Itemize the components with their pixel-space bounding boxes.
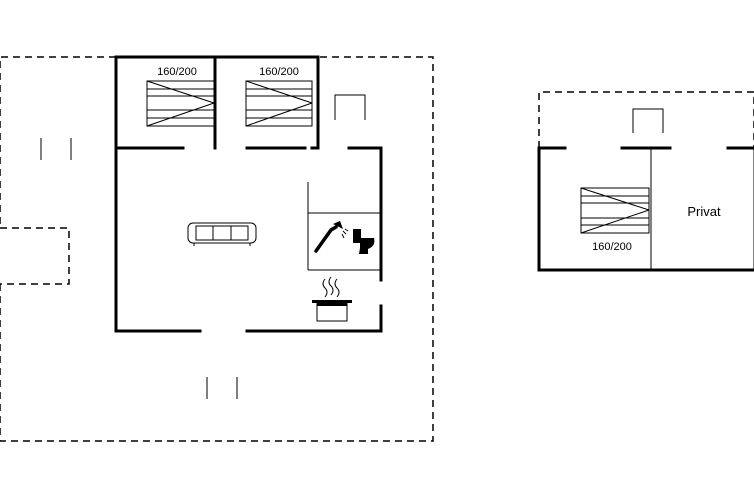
interior-thin-walls xyxy=(214,57,381,271)
door-marks-annex xyxy=(632,108,664,133)
bed-icon xyxy=(146,80,215,127)
door-marks-main xyxy=(40,94,366,399)
bed-label: 160/200 xyxy=(592,241,632,253)
shower-icon xyxy=(314,221,349,253)
bed-label: 160/200 xyxy=(259,66,299,78)
bed-icon xyxy=(245,80,313,127)
annex-walls xyxy=(537,146,754,272)
bed-label: 160/200 xyxy=(157,66,197,78)
annex-terrace-outline xyxy=(538,91,754,148)
bed-icon xyxy=(580,187,650,234)
cooking-pot-icon xyxy=(312,276,352,322)
toilet-icon xyxy=(353,229,375,254)
main-house-walls xyxy=(114,55,383,333)
terrace-outline xyxy=(0,56,434,442)
room-label-private: Privat xyxy=(687,204,721,219)
sofa-icon xyxy=(187,222,257,246)
